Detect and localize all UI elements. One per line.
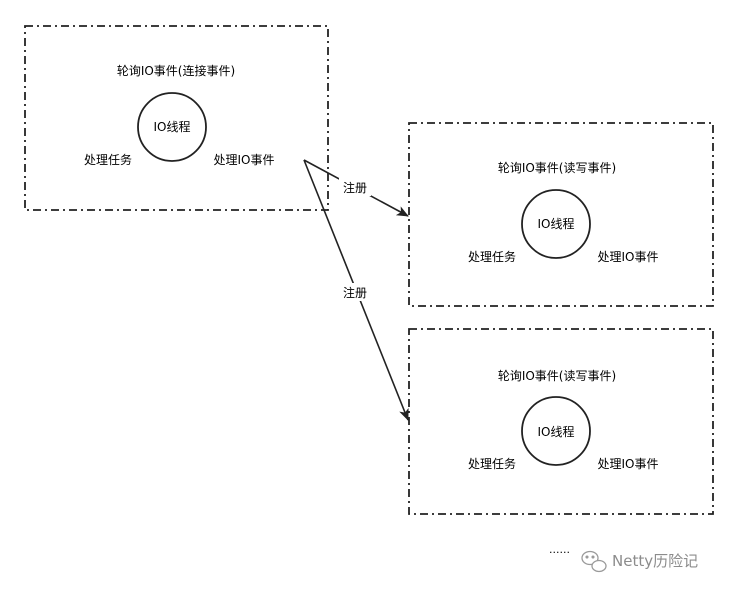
boss-io-thread-label: IO线程: [154, 119, 191, 134]
boss-process-task-label: 处理任务: [84, 152, 132, 167]
boss-event-loop-box: [24, 25, 329, 211]
worker-2-title: 轮询IO事件(读写事件): [498, 369, 616, 383]
worker-1-title: 轮询IO事件(读写事件): [498, 161, 616, 175]
worker-2-process-task-label: 处理任务: [468, 456, 516, 471]
register-label-2: 注册: [343, 285, 367, 300]
register-label-2-bg: [339, 283, 371, 301]
wechat-icon: [581, 550, 607, 573]
worker-event-loop-1: 轮询IO事件(读写事件) IO线程 处理任务 处理IO事件: [408, 122, 714, 307]
worker-1-io-thread-circle: [521, 189, 591, 259]
worker-1-process-task-label: 处理任务: [468, 249, 516, 264]
boss-event-loop: 轮询IO事件(连接事件) IO线程 处理任务 处理IO事件: [24, 25, 329, 211]
worker-2-io-thread-circle: [521, 396, 591, 466]
worker-1-process-io-label: 处理IO事件: [598, 250, 659, 264]
worker-event-loop-1-box: [408, 122, 714, 307]
worker-2-process-io-label: 处理IO事件: [598, 457, 659, 471]
register-label-1-bg: [339, 178, 371, 196]
worker-event-loop-2-box: [408, 328, 714, 515]
watermark-text: Netty历险记: [612, 552, 698, 570]
worker-1-io-thread-label: IO线程: [538, 216, 575, 231]
register-label-1: 注册: [343, 180, 367, 195]
more-groups-ellipsis: ......: [549, 543, 570, 556]
watermark: Netty历险记: [581, 550, 698, 573]
worker-event-loop-2: 轮询IO事件(读写事件) IO线程 处理任务 处理IO事件: [408, 328, 714, 515]
boss-event-loop-title: 轮询IO事件(连接事件): [117, 63, 235, 78]
worker-2-io-thread-label: IO线程: [538, 424, 575, 439]
boss-io-thread-circle: [137, 92, 207, 162]
boss-process-io-label: 处理IO事件: [214, 153, 275, 167]
